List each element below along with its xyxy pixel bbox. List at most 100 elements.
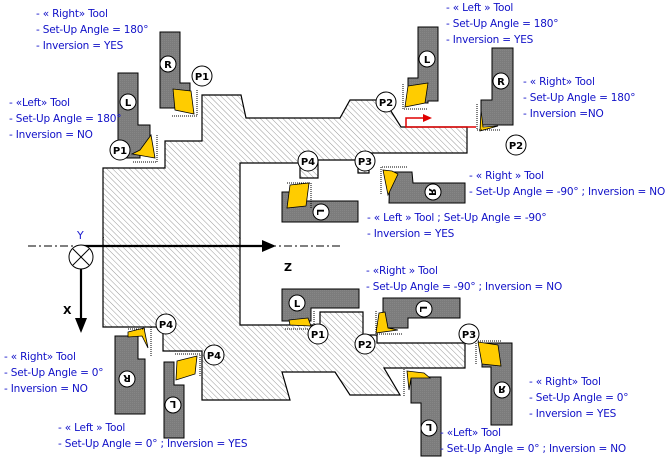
workpiece-lower <box>102 238 466 401</box>
point-badges: P1 P1 P2 P2 P4 P3 P4 P4 P1 P2 P3 <box>109 65 527 366</box>
point-p1-b: P1 <box>109 139 131 161</box>
badge-left-180-yes: L <box>418 50 436 68</box>
point-p2-c: P2 <box>354 333 376 355</box>
point-p4-a: P4 <box>297 150 319 172</box>
badge-left-0-no: L <box>420 419 438 437</box>
x-axis-arrowhead <box>75 318 87 333</box>
point-label: P4 <box>159 320 173 331</box>
feed-arrowhead <box>423 114 432 122</box>
y-axis-label: Y <box>77 229 84 242</box>
badge-left-m90-yes: L <box>312 203 330 221</box>
annotation-line: - Set-Up Angle = 180° <box>523 92 636 104</box>
annotation-right-180-no: - « Right» Tool - Set-Up Angle = 180° - … <box>523 74 635 122</box>
point-p1-a: P1 <box>191 65 213 87</box>
annotation-line: - «Right » Tool <box>366 265 438 277</box>
tool-letter: R <box>498 383 506 394</box>
badge-left-0-yes: L <box>164 396 182 414</box>
annotation-line: - « Right » Tool <box>469 170 544 182</box>
point-p2-b: P2 <box>505 134 527 156</box>
badge-right-0-yes: R <box>493 381 511 399</box>
annotation-right-180-yes: - « Right» Tool - Set-Up Angle = 180° - … <box>36 6 148 54</box>
z-axis-arrowhead <box>262 240 276 252</box>
annotation-left-0-yes: - « Left » Tool - Set-Up Angle = 0° ; In… <box>58 420 248 452</box>
annotation-line: - « Right» Tool <box>4 351 76 363</box>
annotation-right-m90-no-a: - « Right » Tool - Set-Up Angle = -90° ;… <box>469 168 665 200</box>
annotation-left-0-no: - «Left» Tool - Set-Up Angle = 0° ; Inve… <box>440 425 626 457</box>
annotation-line: - « Left » Tool <box>446 2 514 14</box>
annotation-right-m90-no-b: - «Right » Tool - Set-Up Angle = -90° ; … <box>366 263 562 295</box>
tool-letter: R <box>426 188 437 196</box>
annotation-line: - Set-Up Angle = -90° ; Inversion = NO <box>366 281 563 293</box>
point-label: P3 <box>462 330 476 341</box>
badge-left-lower-p1: L <box>288 294 306 312</box>
tool-badges: L R L R R L L L R L R L <box>118 50 511 437</box>
annotation-line: - « Right» Tool <box>523 76 595 88</box>
annotation-line: - Inversion = YES <box>529 408 617 420</box>
tool-letter: R <box>123 372 131 383</box>
annotation-line: - Inversion = YES <box>367 228 455 240</box>
y-axis-cross-b <box>72 248 90 266</box>
point-p2-a: P2 <box>375 91 397 113</box>
point-label: P3 <box>358 157 372 168</box>
annotation-right-0-yes: - « Right» Tool - Set-Up Angle = 0° - In… <box>529 374 629 422</box>
tool-right-0-no <box>114 327 152 415</box>
badge-right-180-yes: R <box>159 55 177 73</box>
badge-right-m90-no-a: R <box>424 183 442 201</box>
annotation-line: - Inversion = YES <box>446 34 534 46</box>
badge-right-180-no: R <box>492 72 510 90</box>
point-label: P4 <box>301 157 315 168</box>
point-p3-a: P3 <box>354 150 376 172</box>
annotation-line: - Set-Up Angle = 180° <box>9 113 122 125</box>
annotation-line: - « Right» Tool <box>36 8 108 20</box>
tool-right-180-no <box>476 47 514 132</box>
tool-right-m90-no-a <box>380 166 466 204</box>
point-label: P2 <box>358 340 372 351</box>
annotation-line: - Set-Up Angle = 0° <box>529 392 629 404</box>
badge-right-m90-no-b: L <box>415 300 433 318</box>
tool-letter: R <box>497 77 505 88</box>
tool-left-0-no <box>403 369 442 457</box>
point-p1-c: P1 <box>307 323 329 345</box>
annotation-line: - Set-Up Angle = 0° <box>4 367 104 379</box>
tool-letter: L <box>125 98 132 109</box>
z-axis-label: Z <box>284 261 292 274</box>
point-p4-c: P4 <box>203 344 225 366</box>
annotation-left-m90-yes: - « Left » Tool ; Set-Up Angle = -90° - … <box>367 210 547 242</box>
annotation-line: - « Left » Tool ; Set-Up Angle = -90° <box>367 212 547 224</box>
annotation-line: - Inversion = NO <box>4 383 88 395</box>
tool-letter: L <box>294 299 301 310</box>
annotation-line: - Inversion = NO <box>9 129 93 141</box>
point-label: P1 <box>311 330 325 341</box>
point-label: P2 <box>379 98 393 109</box>
point-label: P4 <box>207 351 221 362</box>
annotation-line: - Inversion =NO <box>523 108 604 120</box>
x-axis-label: X <box>63 304 72 317</box>
point-label: P1 <box>113 146 127 157</box>
annotation-line: - Set-Up Angle = 180° <box>446 18 559 30</box>
point-p4-b: P4 <box>155 313 177 335</box>
tool-letter: R <box>164 60 172 71</box>
annotation-line: - Set-Up Angle = -90° ; Inversion = NO <box>469 186 665 198</box>
point-label: P1 <box>195 72 209 83</box>
badge-right-0-no: R <box>118 370 136 388</box>
tool-letter: L <box>314 209 325 216</box>
annotation-line: - Inversion = YES <box>36 40 124 52</box>
annotation-left-180-no: - «Left» Tool - Set-Up Angle = 180° - In… <box>9 95 121 143</box>
tool-letter: L <box>169 398 176 409</box>
tool-left-180-yes <box>402 26 439 110</box>
badge-left-180-no: L <box>119 93 137 111</box>
tool-letter: L <box>417 306 428 313</box>
annotation-left-180-yes: - « Left » Tool - Set-Up Angle = 180° - … <box>446 0 558 48</box>
annotation-line: - « Left » Tool <box>58 422 126 434</box>
annotation-line: - «Left» Tool <box>9 97 70 109</box>
point-p3-b: P3 <box>458 323 480 345</box>
annotation-right-0-no: - « Right» Tool - Set-Up Angle = 0° - In… <box>4 349 104 397</box>
annotation-line: - « Right» Tool <box>529 376 601 388</box>
feed-direction-arrow <box>405 117 476 128</box>
tool-letter: L <box>424 55 431 66</box>
annotation-line: - Set-Up Angle = 0° ; Inversion = YES <box>58 438 248 450</box>
tool-letter: L <box>425 421 432 432</box>
tool-right-180-yes <box>159 31 198 117</box>
